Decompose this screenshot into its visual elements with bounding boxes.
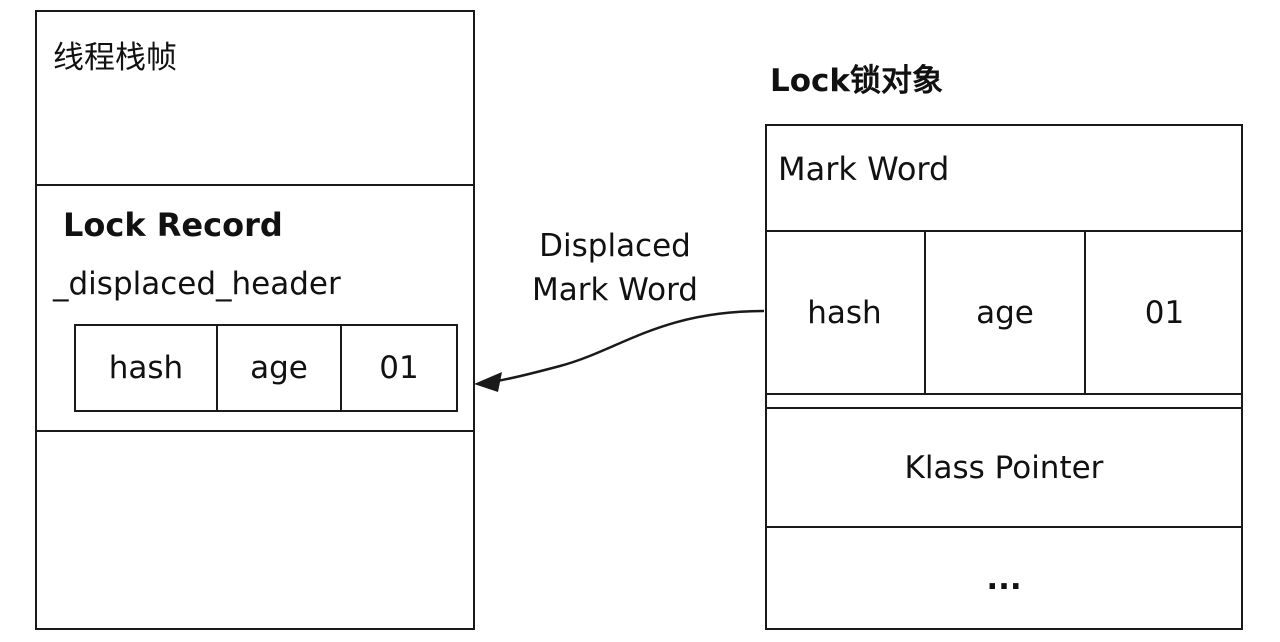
- mark-word-label: Mark Word: [778, 150, 950, 188]
- arrow-label: Displaced Mark Word: [505, 224, 725, 312]
- lock-object-box: [765, 124, 1243, 630]
- arrow-curve: [495, 309, 765, 383]
- mark-word-lock-flag-cell: 01: [1084, 232, 1243, 393]
- lock-record-lock-flag-cell: 01: [340, 326, 456, 410]
- thread-stack-frame-title: 线程栈帧: [53, 40, 177, 76]
- lock-record-title: Lock Record: [63, 206, 283, 244]
- mark-word-divider: [765, 407, 1243, 409]
- lock-object-title: Lock锁对象: [770, 63, 944, 99]
- arrow-head: [474, 372, 502, 392]
- displaced-header-label: _displaced_header: [53, 266, 341, 302]
- lock-record-age-cell: age: [216, 326, 340, 410]
- arrow-label-line-1: Displaced: [539, 228, 691, 264]
- lock-record-hash-cell: hash: [108, 350, 184, 386]
- object-remaining-fields: ...: [986, 561, 1022, 597]
- mark-word-fields: hash age 01: [765, 230, 1243, 395]
- lock-record-mark-word-copy: hash age 01: [74, 324, 458, 412]
- mark-word-age-cell: age: [924, 232, 1084, 393]
- arrow-label-line-2: Mark Word: [532, 272, 698, 308]
- klass-pointer-row: Klass Pointer: [765, 409, 1243, 528]
- mark-word-hash-cell: hash: [807, 294, 882, 331]
- lock-record-region: [35, 184, 475, 432]
